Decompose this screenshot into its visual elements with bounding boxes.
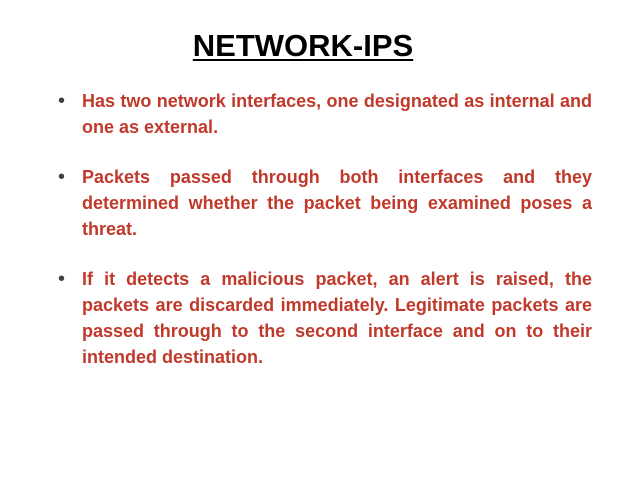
slide-title-text: NETWORK-IPS <box>192 28 414 63</box>
bullet-item: • If it detects a malicious packet, an a… <box>58 266 592 370</box>
bullet-marker: • <box>58 90 66 112</box>
bullet-marker: • <box>58 268 66 290</box>
bullet-text: Packets passed through both interfaces a… <box>82 167 592 239</box>
bullet-text: If it detects a malicious packet, an ale… <box>82 269 592 367</box>
bullet-item: • Packets passed through both interfaces… <box>58 164 592 242</box>
bullet-list: • Has two network interfaces, one design… <box>58 88 592 394</box>
bullet-item: • Has two network interfaces, one design… <box>58 88 592 140</box>
bullet-text: Has two network interfaces, one designat… <box>82 91 592 137</box>
slide-title: NETWORK-IPS <box>0 26 606 66</box>
bullet-marker: • <box>58 166 66 188</box>
